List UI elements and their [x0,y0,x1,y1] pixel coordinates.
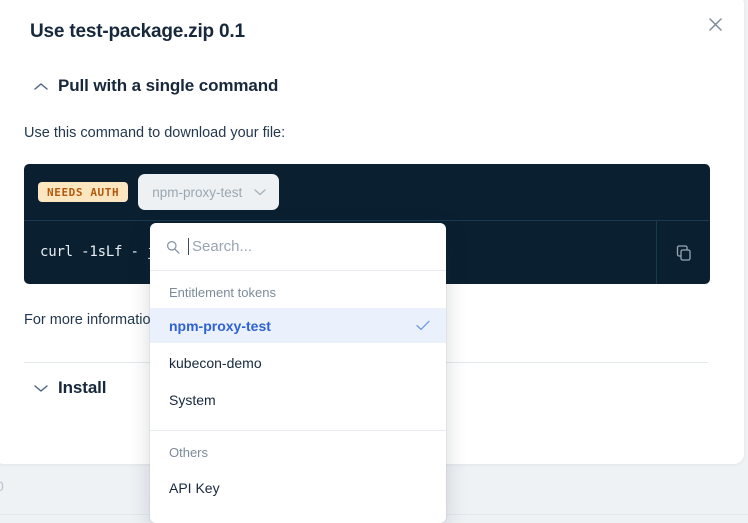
divider [150,430,446,431]
search-row[interactable]: Search... [150,223,446,271]
chevron-up-icon [24,82,58,91]
search-input[interactable]: Search... [188,238,252,255]
clipped-bottom-label: 0 [0,478,4,494]
dropdown-item-npm-proxy-test[interactable]: npm-proxy-test [150,308,446,343]
dropdown-item-api-key[interactable]: API Key [150,470,446,505]
section-title-pull: Pull with a single command [58,76,279,95]
command-toolbar: NEEDS AUTH npm-proxy-test [24,164,710,220]
text-caret [188,238,189,255]
item-label: System [169,391,216,408]
close-icon[interactable] [702,11,728,37]
chevron-down-icon [254,188,266,196]
check-icon [416,320,430,331]
chevron-down-icon [24,384,58,393]
section-header-install[interactable]: Install [24,378,107,398]
divider [656,221,657,284]
group-label: Others [169,445,209,460]
section-title-install: Install [58,378,107,397]
section-header-pull[interactable]: Pull with a single command [24,76,278,96]
search-placeholder: Search... [192,238,253,255]
dropdown-group-entitlement: Entitlement tokens npm-proxy-test kubeco… [150,271,446,417]
helper-text: Use this command to download your file: [24,125,286,141]
token-selector-button[interactable]: npm-proxy-test [138,174,280,210]
dropdown-group-others: Others API Key [150,431,446,505]
dropdown-item-kubecon-demo[interactable]: kubecon-demo [150,345,446,380]
group-label: Entitlement tokens [169,285,276,300]
item-label: kubecon-demo [169,354,262,371]
item-label: npm-proxy-test [169,317,271,334]
page-title: Use test-package.zip 0.1 [30,21,245,42]
item-label: API Key [169,479,220,496]
copy-icon[interactable] [657,221,710,284]
needs-auth-badge: NEEDS AUTH [38,182,129,202]
dropdown-item-system[interactable]: System [150,382,446,417]
token-dropdown-menu: Search... Entitlement tokens npm-proxy-t… [150,223,446,523]
token-selector-value: npm-proxy-test [152,184,243,200]
search-icon [166,240,180,254]
